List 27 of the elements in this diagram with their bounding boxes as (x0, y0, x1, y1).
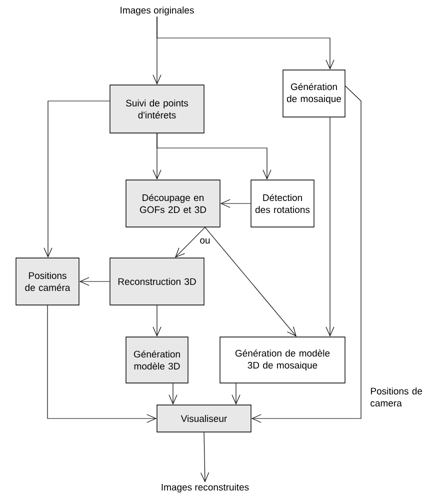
arrow (156, 133, 272, 180)
arrow (232, 383, 240, 405)
edge-label: ou (198, 237, 212, 245)
arrow (200, 432, 210, 482)
process-box: Positions de caméra (16, 258, 80, 306)
process-box: Reconstruction 3D (110, 258, 204, 306)
arrow (220, 199, 251, 208)
arrow (175, 227, 206, 258)
input-label: Images originales (120, 6, 194, 16)
arrow (168, 383, 178, 405)
arrow (44, 100, 110, 258)
process-box: Détection des rotations (250, 180, 314, 228)
arrow (79, 277, 110, 286)
edge-label: Positions de camera (370, 388, 422, 406)
arrow (326, 117, 334, 337)
arrow (152, 305, 162, 337)
arrow (251, 86, 362, 423)
process-box: Génération modèle 3D (126, 336, 188, 384)
output-label: Images reconstruites (162, 484, 249, 492)
process-box: Suivi de points d'intérets (110, 84, 204, 134)
process-box: Découpage en GOFs 2D et 3D (126, 180, 220, 228)
arrow (156, 16, 334, 70)
arrow (204, 227, 296, 337)
process-box: Visualiseur (156, 404, 252, 432)
arrow (47, 305, 157, 423)
process-box: Génération de mosaique (282, 70, 346, 118)
process-box: Génération de modèle 3D de mosaique (220, 336, 346, 384)
